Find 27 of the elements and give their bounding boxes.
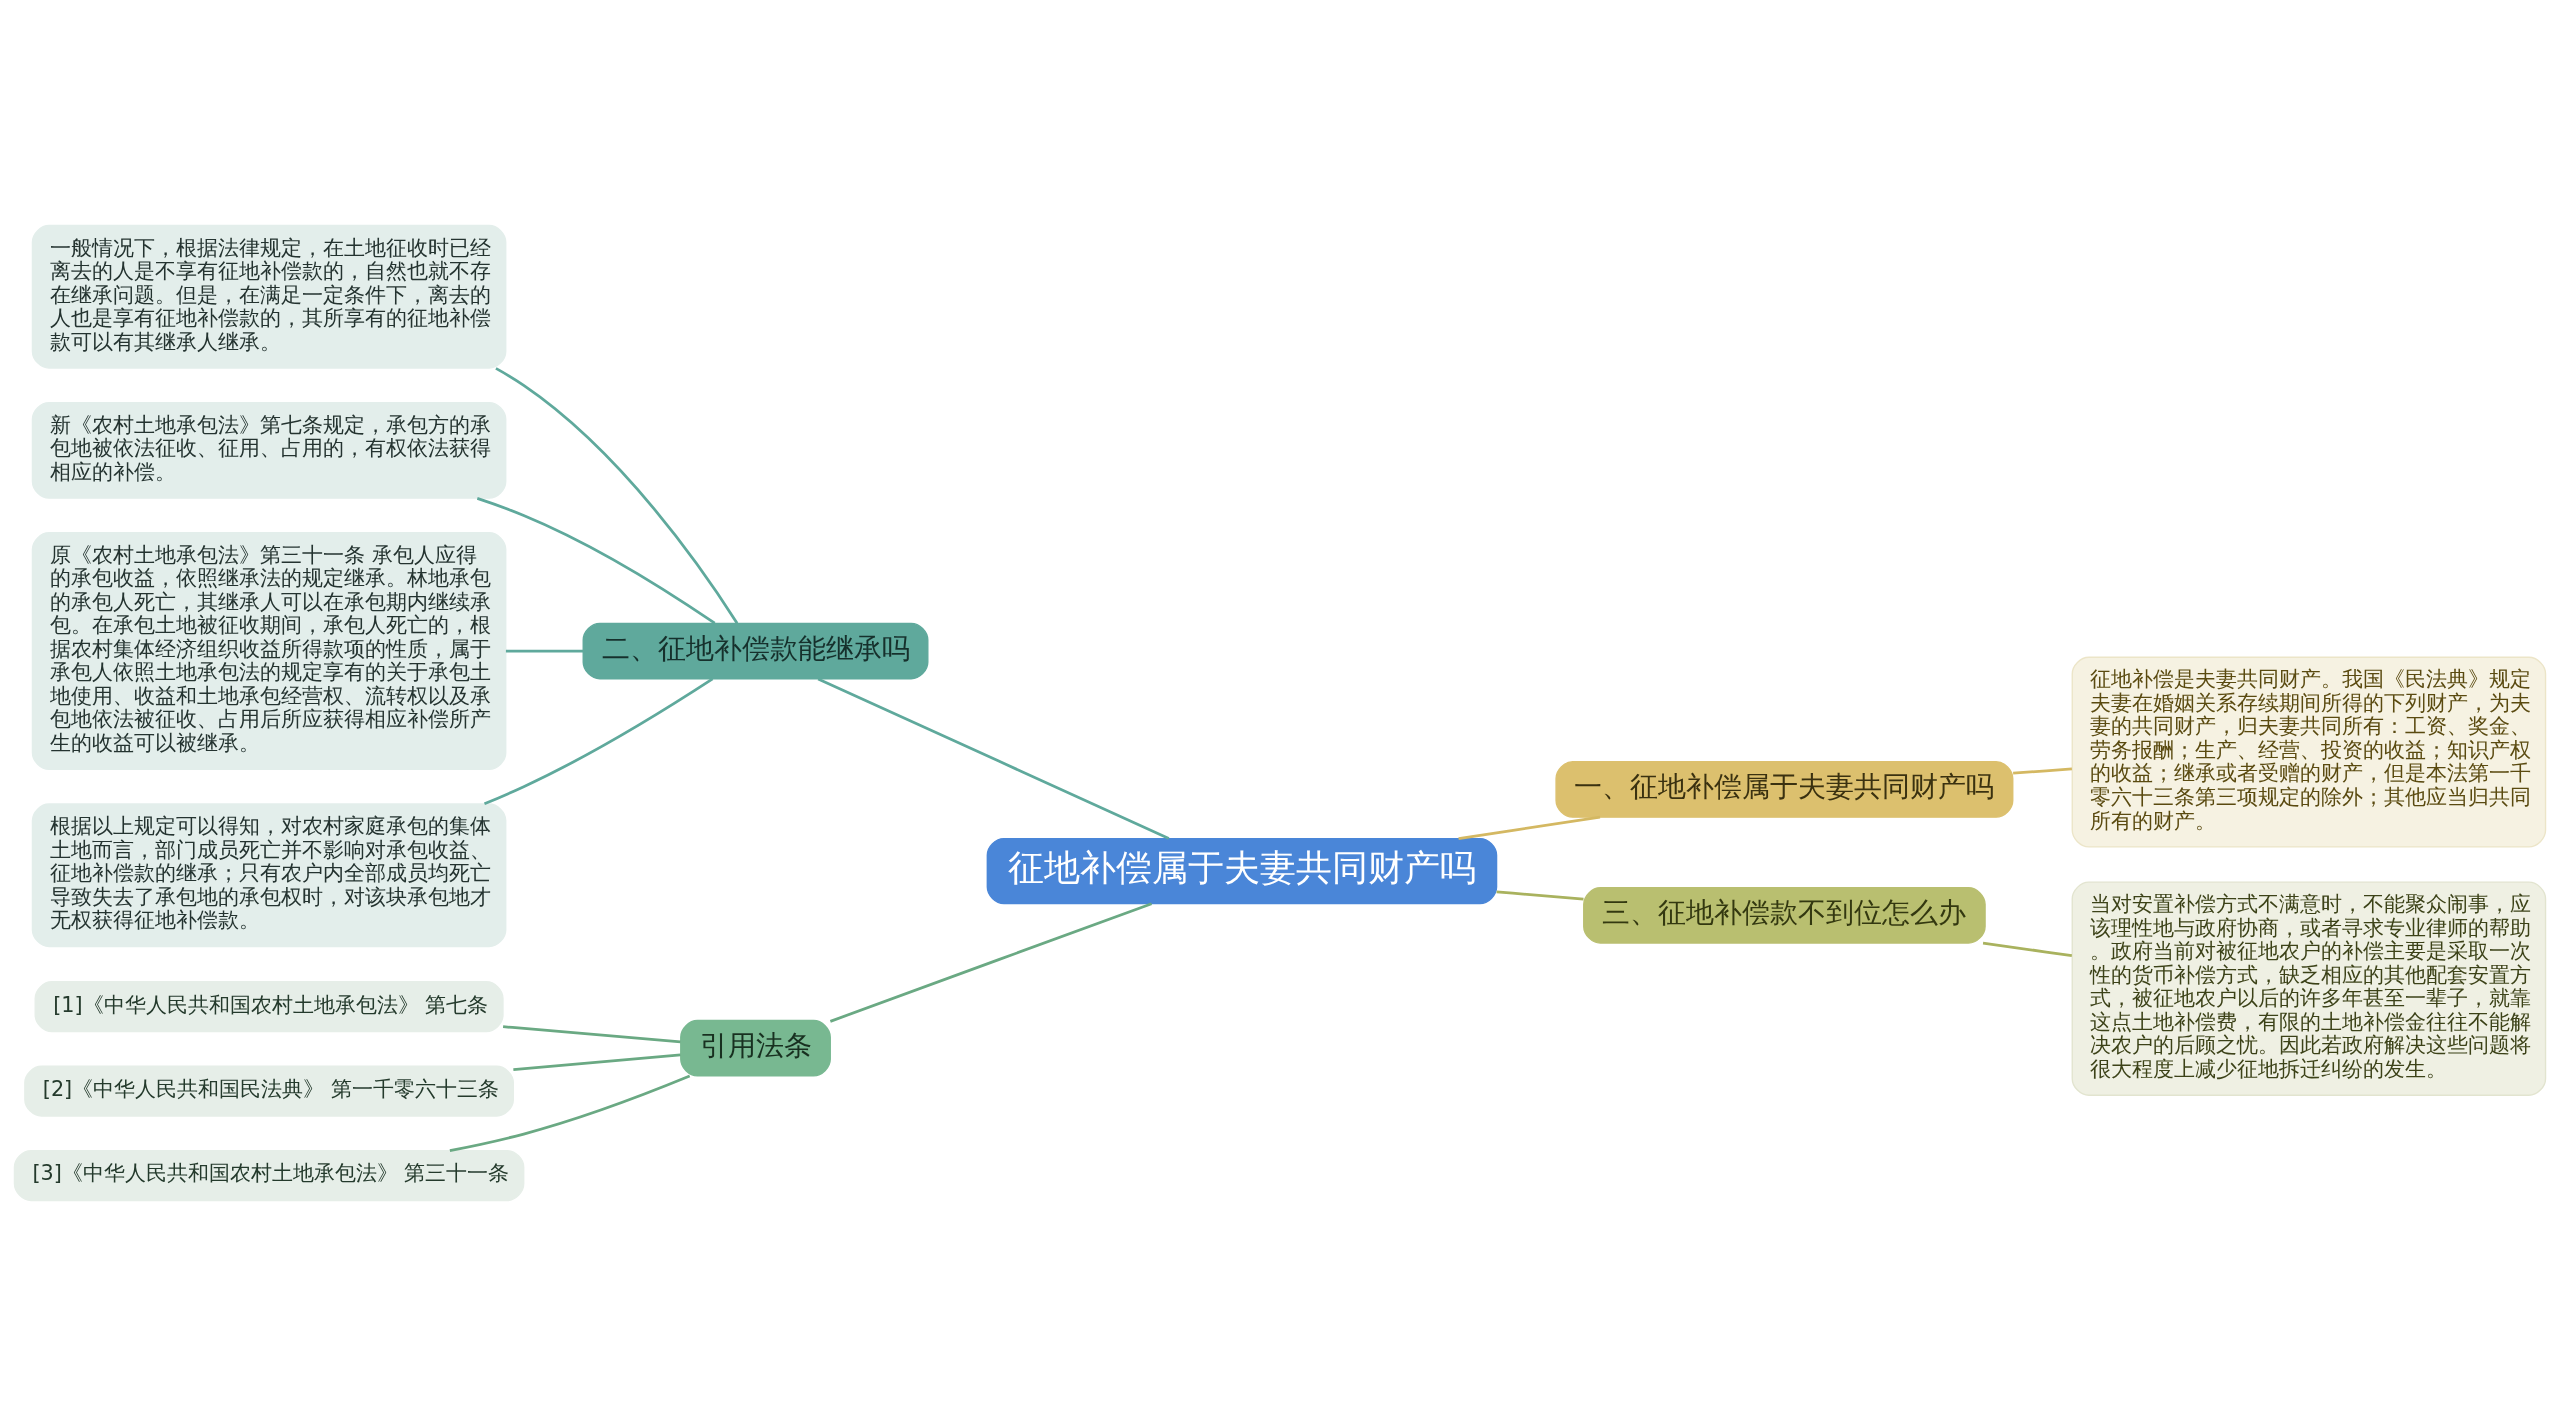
node-box: 原《农村土地承包法》第三十一条 承包人应得的承包收益，依照继承法的规定继承。林地承包的承包人死亡，其继承人可以在承包期内继续承包。在承包土地被征收期间，承包人死亡的，根据农村集体经济组织收益所得款项的性质，属于承包人依照土地承包法的规定享有的关于承包土地使用、收益和土地承包经营权、流转权以及承包地依法被征收、占用后所应获得相应补偿所产生的收益可以被继承。 xyxy=(31,531,507,770)
node-box: 征地补偿属于夫妻共同财产吗 xyxy=(986,837,1498,904)
node-box: [3]《中华人民共和国农村土地承包法》 第三十一条 xyxy=(13,1149,525,1201)
node-box: 一般情况下，根据法律规定，在土地征收时已经离去的人是不享有征地补偿款的，自然也就不存在继承问题。但是，在满足一定条件下，离去的人也是享有征地补偿款的，其所享有的征地补偿款可以有其继承人继承。 xyxy=(31,224,507,369)
connector xyxy=(513,1052,681,1071)
node-box: 根据以上规定可以得知，对农村家庭承包的集体土地而言，部门成员死亡并不影响对承包收益、征地补偿款的继承；只有农户内全部成员均死亡导致失去了承包地的承包权时，对该块承包地才无权获得征地补偿款。 xyxy=(31,802,507,947)
node-box: 二、征地补偿款能继承吗 xyxy=(582,622,929,679)
node-box: 一、征地补偿属于夫妻共同财产吗 xyxy=(1555,760,2014,818)
connector xyxy=(829,901,1153,1023)
node-box: 当对安置补偿方式不满意时，不能聚众闹事，应该理性地与政府协商，或者寻求专业律师的帮助。政府当前对被征地农户的补偿主要是采取一次性的货币补偿方式，缺乏相应的其他配套安置方式，被征地农户以后的许多年甚至一辈子，就靠这点土地补偿费，有限的土地补偿金往往不能解决农户的后顾之忧。因此若政府解决这些问题将很大程度上减少征地拆迁纠纷的发生。 xyxy=(2071,881,2547,1096)
node-box: [2]《中华人民共和国民法典》 第一千零六十三条 xyxy=(24,1065,515,1117)
connector xyxy=(502,1024,681,1043)
connector xyxy=(1458,815,1601,840)
connector xyxy=(476,496,716,624)
node-box: [1]《中华人民共和国农村土地承包法》 第七条 xyxy=(34,980,504,1032)
node-box: 引用法条 xyxy=(680,1019,831,1077)
connector xyxy=(1982,941,2073,957)
connector xyxy=(2013,767,2072,775)
connector xyxy=(1496,890,1584,900)
node-box: 三、征地补偿款不到位怎么办 xyxy=(1583,886,1986,944)
connector xyxy=(505,649,584,652)
connector xyxy=(449,1074,691,1152)
connector xyxy=(817,677,1170,840)
connector xyxy=(495,366,739,624)
node-box: 征地补偿是夫妻共同财产。我国《民法典》规定夫妻在婚姻关系存续期间所得的下列财产，为夫妻的共同财产，归夫妻共同所有：工资、奖金、劳务报酬；生产、经营、投资的收益；知识产权的收益；继承或者受赠的财产，但是本法第一千零六十三条第三项规定的除外；其他应当归共同所有的财产。 xyxy=(2071,656,2547,848)
node-box: 新《农村土地承包法》第七条规定，承包方的承包地被依法征收、征用、占用的，有权依法获得相应的补偿。 xyxy=(31,401,507,499)
connector xyxy=(483,677,714,805)
